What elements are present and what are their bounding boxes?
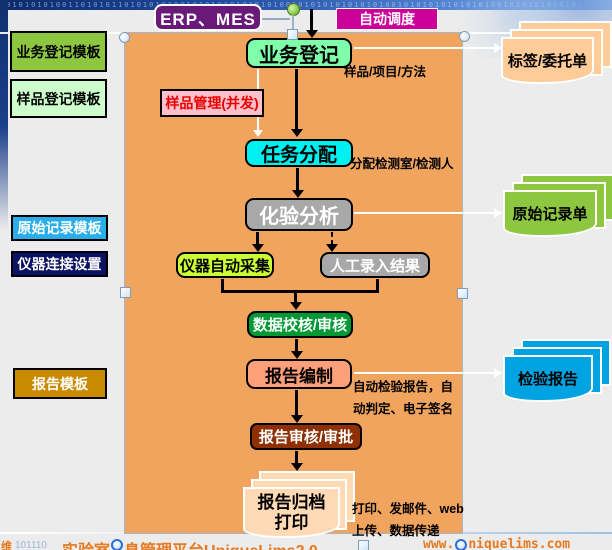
- note-assign-detail[interactable]: 分配检测室/检测人: [350, 157, 454, 171]
- arrow-review-to-compose-head: [291, 351, 303, 359]
- sidebar-sample-template[interactable]: 样品登记模板: [10, 79, 107, 118]
- footer-website-suffix: niquelims.com: [468, 537, 571, 550]
- label-page-front[interactable]: 标签/委托单: [501, 37, 594, 84]
- arrow-analysis-to-manual-head: [326, 244, 338, 252]
- node-report-compose[interactable]: 报告编制: [246, 359, 352, 389]
- arrow-business-white-head: [253, 130, 263, 137]
- footer-left-fragment: 维: [1, 541, 12, 550]
- arrow-compose-to-approve: [295, 390, 298, 416]
- archive-page-front[interactable]: 报告归档 打印: [243, 487, 340, 538]
- selection-handle-top-center[interactable]: [287, 29, 298, 40]
- arrow-review-to-compose: [295, 339, 298, 352]
- arrow-analysis-to-collect-head: [252, 244, 264, 252]
- selection-handle-top-left[interactable]: [119, 32, 130, 43]
- footer-website[interactable]: www. niquelims.com: [423, 537, 570, 550]
- erp-connector-line: [262, 18, 290, 20]
- note-sample-item-method[interactable]: 样品/项目/方法: [344, 65, 426, 79]
- rotation-handle-stem: [292, 15, 294, 31]
- footer-left-digits: 101110: [15, 540, 47, 550]
- sidebar-report-template[interactable]: 报告模板: [13, 368, 107, 399]
- arrow-business-to-task: [295, 69, 298, 130]
- arrow-approve-to-archive: [295, 451, 298, 464]
- node-task-assign[interactable]: 任务分配: [245, 139, 353, 167]
- auto-schedule-box[interactable]: 自动调度: [336, 8, 438, 30]
- arrow-merge-to-review: [294, 292, 297, 303]
- arrow-analysis-to-collect: [256, 232, 259, 245]
- footer-platform-suffix: 息管理平台UniqueLims2.0: [124, 537, 318, 550]
- selection-handle-top-right[interactable]: [459, 31, 470, 42]
- footer-website-prefix: www.: [423, 537, 455, 550]
- node-data-review[interactable]: 数据校核/审核: [247, 311, 353, 338]
- node-report-review[interactable]: 报告审核/审批: [250, 423, 362, 450]
- footer-platform: 实验室 息管理平台UniqueLims2.0: [62, 537, 318, 550]
- left-edge-deco: [0, 0, 8, 230]
- arrow-task-to-analysis-head: [292, 190, 304, 198]
- arrow-merge-to-review-head: [290, 302, 302, 310]
- merge-bar: [221, 290, 379, 293]
- selection-handle-left-middle[interactable]: [120, 287, 131, 298]
- selection-handle-right-middle[interactable]: [457, 288, 468, 299]
- arrow-to-report-doc: [354, 372, 496, 374]
- arrow-to-label-doc: [354, 47, 496, 49]
- arrow-to-report-doc-head: [494, 368, 502, 378]
- record-page-front[interactable]: 原始记录单: [503, 190, 597, 237]
- erp-mes-box[interactable]: ERP、MES: [154, 4, 262, 31]
- arrow-to-record-doc-head: [494, 208, 502, 218]
- note-archive-detail[interactable]: 打印、发邮件、web 上传、数据传递: [352, 502, 464, 538]
- arrow-erp-head: [306, 30, 318, 38]
- arrow-erp-to-business: [310, 9, 313, 31]
- node-manual-entry[interactable]: 人工录入结果: [320, 252, 430, 278]
- node-instrument-collect[interactable]: 仪器自动采集: [176, 252, 274, 278]
- sidebar-record-template[interactable]: 原始记录模板: [11, 215, 108, 241]
- arrow-task-to-analysis: [296, 168, 299, 191]
- arrow-compose-to-approve-head: [291, 415, 303, 423]
- merge-right-stub: [376, 279, 379, 292]
- note-report-detail[interactable]: 自动检验报告，自 动判定、电子签名: [353, 380, 454, 416]
- arrow-to-record-doc: [354, 212, 496, 214]
- node-lab-analysis[interactable]: 化验分析: [245, 198, 353, 231]
- report-page-front[interactable]: 检验报告: [503, 355, 593, 402]
- arrow-to-label-doc-head: [494, 43, 502, 53]
- arrow-business-to-task-head: [291, 129, 303, 137]
- sidebar-business-template[interactable]: 业务登记模板: [10, 31, 107, 72]
- globe-icon: [111, 539, 124, 550]
- footer-platform-prefix: 实验室: [62, 537, 110, 550]
- globe-icon-small: [455, 539, 468, 550]
- sidebar-instrument-link[interactable]: 仪器连接设置: [11, 251, 108, 277]
- selection-handle-bottom[interactable]: [358, 540, 369, 550]
- node-sample-manage[interactable]: 样品管理(并发): [160, 89, 264, 117]
- arrow-analysis-to-manual-dashed: [331, 232, 333, 245]
- merge-left-stub: [221, 279, 224, 292]
- node-business-register[interactable]: 业务登记: [246, 38, 352, 68]
- binary-pattern-deco: 1010101010011010101101010101001010101010…: [0, 0, 612, 10]
- arrow-approve-to-archive-head: [291, 463, 303, 471]
